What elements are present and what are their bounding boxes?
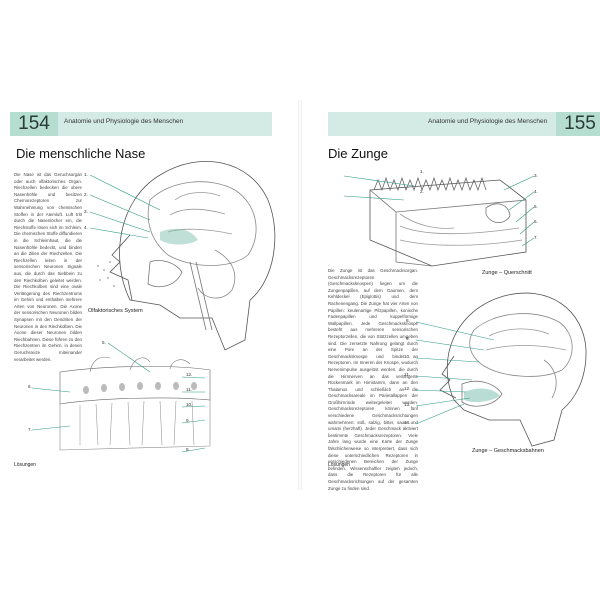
label-3: 3. bbox=[534, 173, 538, 178]
body-text: Die Nase ist das Geruchsorgan oder auch … bbox=[14, 172, 82, 362]
page-title: Die Zunge bbox=[328, 146, 388, 161]
label-12: 12. bbox=[186, 372, 193, 377]
label-7: 7. bbox=[28, 427, 32, 432]
label-7: 7. bbox=[534, 235, 538, 240]
label-14: 14. bbox=[404, 420, 411, 425]
label-5: 5. bbox=[534, 204, 538, 209]
label-1: 1. bbox=[420, 169, 424, 174]
solutions-heading: Lösungen bbox=[328, 462, 350, 468]
label-9: 9. bbox=[186, 418, 190, 423]
label-2: 2. bbox=[84, 192, 88, 197]
label-6: 6. bbox=[28, 384, 32, 389]
solutions-heading: Lösungen bbox=[14, 462, 36, 468]
page-title: Die menschliche Nase bbox=[16, 146, 146, 161]
taste-pathway-illustration bbox=[415, 292, 587, 447]
label-1: 1. bbox=[84, 172, 88, 177]
figure-caption: Olfaktorisches System bbox=[88, 308, 143, 314]
label-9: 9. bbox=[406, 336, 410, 341]
running-title: Anatomie und Physiologie des Menschen bbox=[428, 118, 548, 125]
label-5: 5. bbox=[102, 340, 106, 345]
caption-cross-section: Zunge – Querschnitt bbox=[482, 270, 532, 276]
book-gutter bbox=[298, 100, 302, 490]
label-11: 11. bbox=[404, 372, 411, 377]
header-band bbox=[328, 112, 568, 136]
label-11: 11. bbox=[186, 387, 193, 392]
nose-head-illustration bbox=[31, 161, 276, 453]
label-4: 4. bbox=[534, 189, 538, 194]
body-text: Die Zunge ist das Geschmacksorgan. Gesch… bbox=[328, 268, 418, 491]
label-10: 10. bbox=[404, 354, 411, 359]
label-12: 12. bbox=[404, 386, 411, 391]
page-number: 154 bbox=[10, 112, 58, 136]
running-title: Anatomie und Physiologie des Menschen bbox=[64, 118, 184, 125]
right-page: 155 Anatomie und Physiologie des Mensche… bbox=[304, 0, 600, 600]
label-10: 10. bbox=[186, 402, 193, 407]
label-4: 4. bbox=[84, 225, 88, 230]
label-8: 8. bbox=[186, 447, 190, 452]
label-2: 2. bbox=[420, 189, 424, 194]
label-6: 6. bbox=[534, 219, 538, 224]
label-3: 3. bbox=[84, 209, 88, 214]
label-8: 8. bbox=[406, 318, 410, 323]
label-13: 13. bbox=[404, 402, 411, 407]
left-page: 154 Anatomie und Physiologie des Mensche… bbox=[0, 0, 296, 600]
caption-pathways: Zunge – Geschmacksbahnen bbox=[472, 448, 544, 454]
page-number: 155 bbox=[556, 112, 600, 136]
tongue-cross-section-illustration bbox=[343, 175, 535, 267]
